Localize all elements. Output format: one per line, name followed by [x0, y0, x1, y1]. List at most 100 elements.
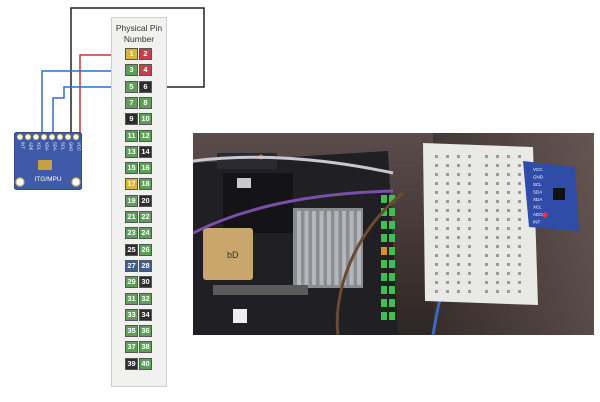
breadboard-hole: [496, 155, 499, 158]
breadboard-hole: [446, 155, 449, 158]
breadboard-hole: [485, 218, 488, 221]
photo-mpu-pin-label: SDA: [533, 190, 542, 195]
breadboard-hole: [435, 290, 438, 293]
breadboard-hole: [457, 200, 460, 203]
pin-header-title: Physical Pin Number: [112, 23, 166, 45]
breadboard-hole: [485, 227, 488, 230]
pin-32: 32: [139, 292, 152, 305]
breadboard-hole: [518, 200, 521, 203]
breadboard-hole: [518, 290, 521, 293]
pin-header-title-line2: Number: [123, 34, 155, 44]
photo-mpu-pin-label: SCL: [533, 182, 542, 187]
breadboard-hole: [457, 164, 460, 167]
breadboard-hole: [485, 155, 488, 158]
mpu-pin-hole: [24, 133, 32, 141]
pin-24: 24: [139, 227, 152, 240]
heatsink-fin: [304, 211, 309, 285]
breadboard-hole: [435, 245, 438, 248]
breadboard-hole: [457, 281, 460, 284]
breadboard-hole: [468, 164, 471, 167]
breadboard-hole: [485, 191, 488, 194]
pin-36: 36: [139, 325, 152, 338]
pin-9: 9: [125, 113, 138, 126]
pin-2: 2: [139, 48, 152, 60]
breadboard-hole: [457, 218, 460, 221]
breadboard-hole: [468, 290, 471, 293]
breadboard-hole: [507, 191, 510, 194]
mpu-pin-hole: [56, 133, 64, 141]
gpio-pin: [381, 299, 387, 307]
gpio-pin: [381, 221, 387, 229]
breadboard-hole: [435, 236, 438, 239]
mpu-pin-label: INT: [21, 142, 26, 149]
breadboard-hole: [435, 182, 438, 185]
breadboard-hole: [446, 245, 449, 248]
breadboard-hole: [468, 254, 471, 257]
breadboard-hole: [457, 173, 460, 176]
breadboard-hole: [485, 245, 488, 248]
breadboard-hole: [457, 209, 460, 212]
breadboard-hole: [507, 281, 510, 284]
breadboard-hole: [485, 200, 488, 203]
breadboard-hole: [485, 236, 488, 239]
breadboard-hole: [468, 281, 471, 284]
pin-37: 37: [125, 341, 138, 354]
pin-13: 13: [125, 145, 138, 158]
breadboard-hole: [485, 263, 488, 266]
breadboard-holes: [435, 155, 521, 293]
breadboard-hole: [496, 290, 499, 293]
breadboard-hole: [446, 272, 449, 275]
gpio-pin: [389, 195, 395, 203]
breadboard-hole: [457, 191, 460, 194]
mpu-pin-label: GND: [69, 142, 74, 151]
gpio-pin: [389, 260, 395, 268]
breadboard-hole: [457, 290, 460, 293]
pin-27: 27: [125, 259, 138, 272]
heatsink-fin: [319, 211, 324, 285]
pin-10: 10: [139, 113, 152, 126]
breadboard-hole: [518, 254, 521, 257]
breadboard-hole: [457, 182, 460, 185]
breadboard-hole: [485, 272, 488, 275]
breadboard-hole: [518, 236, 521, 239]
breadboard-hole: [468, 173, 471, 176]
pin-11: 11: [125, 129, 138, 142]
gpio-pin: [381, 234, 387, 242]
pin-4: 4: [139, 64, 152, 77]
pin-19: 19: [125, 194, 138, 207]
breadboard-hole: [518, 272, 521, 275]
pin-18: 18: [139, 178, 152, 191]
breadboard-hole: [435, 209, 438, 212]
breadboard-hole: [435, 200, 438, 203]
mpu-pin-hole: [72, 133, 80, 141]
mpu-pin-label: SCL: [61, 142, 66, 151]
mpu-pin-label: AD0: [29, 142, 34, 151]
breadboard-hole: [507, 164, 510, 167]
photo-mpu-pin-label: INT: [533, 220, 541, 225]
breadboard: [423, 143, 538, 305]
breadboard-hole: [496, 227, 499, 230]
breadboard-hole: [446, 164, 449, 167]
pin-26: 26: [139, 243, 152, 256]
breadboard-hole: [507, 263, 510, 266]
mpu-pin-hole: [48, 133, 56, 141]
breadboard-hole: [468, 155, 471, 158]
dev-board: bD: [193, 151, 398, 335]
pin-20: 20: [139, 194, 152, 207]
pin-22: 22: [139, 211, 152, 223]
pin-35: 35: [125, 325, 138, 338]
pin-28: 28: [139, 259, 152, 272]
breadboard-hole: [435, 218, 438, 221]
photo-mpu-pin-label: XDA: [533, 197, 542, 202]
breadboard-hole: [446, 209, 449, 212]
mpu-pin-label: XCL: [37, 142, 42, 151]
breadboard-hole: [468, 227, 471, 230]
gpio-pin: [381, 260, 387, 268]
heatsink-fin: [297, 211, 301, 285]
breadboard-hole: [507, 227, 510, 230]
mpu-mount-holes: [15, 177, 81, 187]
sd-card-slot: [203, 228, 253, 280]
